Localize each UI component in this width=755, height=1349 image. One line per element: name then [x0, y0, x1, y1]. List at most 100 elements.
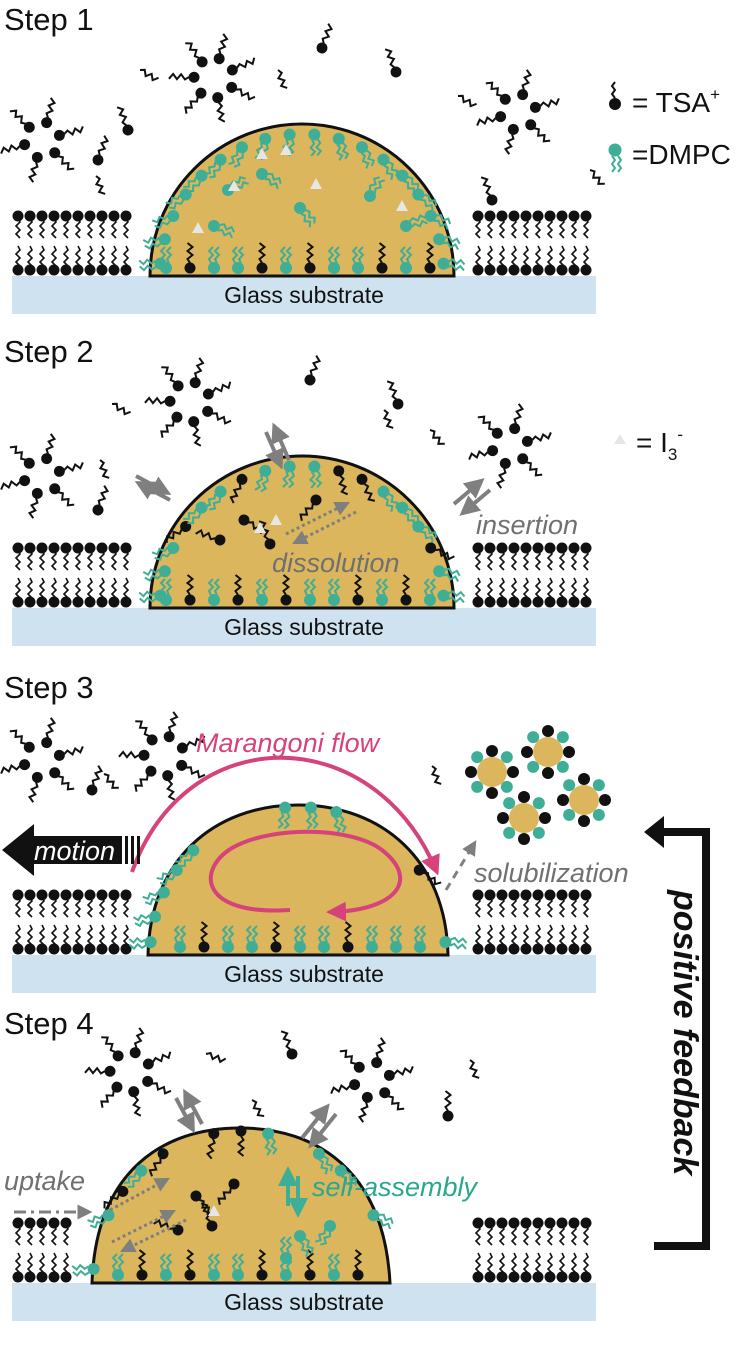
- tsa-molecule: [41, 433, 57, 465]
- tsa-tail: [205, 1051, 227, 1064]
- dmpc-molecule: [207, 1253, 221, 1281]
- dmpc-molecule: [111, 1253, 125, 1281]
- tsa-molecule: [184, 1249, 196, 1281]
- dmpc-molecule: [159, 578, 173, 606]
- tsa-tail: [457, 94, 477, 108]
- dmpc-molecule: [128, 936, 157, 950]
- dmpc-molecule: [303, 578, 317, 606]
- tsa-molecule: [357, 1091, 373, 1123]
- tsa-molecule: [517, 453, 543, 477]
- dmpc-molecule: [151, 209, 180, 229]
- tsa-molecule: [485, 81, 511, 105]
- dmpc-molecule: [255, 578, 269, 606]
- tsa-molecule: [424, 242, 436, 274]
- i3-ion: [310, 178, 322, 189]
- self-assembly-arrows: [278, 1166, 308, 1218]
- dmpc-molecule: [132, 910, 162, 928]
- dmpc-molecule: [231, 1253, 245, 1281]
- dmpc-molecule: [356, 141, 376, 169]
- dmpc-molecule: [330, 806, 347, 835]
- tsa-molecule: [330, 1079, 361, 1094]
- step-1-panel: Step 1 Glass substrate = TSA+ =DMPC: [0, 2, 731, 314]
- surfactant-molecules: [0, 23, 605, 274]
- marangoni-flow-arrow: [130, 755, 440, 876]
- dmpc-molecule: [396, 501, 419, 526]
- tsa-molecule: [128, 1086, 142, 1117]
- glass-substrate: [12, 955, 596, 993]
- i3-legend: = I3-: [614, 425, 683, 464]
- tsa-molecule: [142, 1075, 172, 1095]
- dmpc-molecule: [312, 1147, 334, 1175]
- tsa-tail: [276, 69, 288, 89]
- tsa-molecule: [384, 48, 402, 78]
- dmpc-molecule: [364, 176, 386, 202]
- tsa-molecule: [86, 765, 104, 796]
- dmpc-molecule: [412, 188, 438, 211]
- tsa-molecule: [442, 1090, 454, 1122]
- tsa-molecule: [280, 1030, 298, 1060]
- dmpc-molecule: [245, 925, 259, 953]
- dmpc-molecule: [279, 1236, 293, 1264]
- dmpc-molecule: [174, 844, 200, 867]
- tsa-molecule: [304, 242, 316, 274]
- tsa-molecule: [148, 1148, 169, 1177]
- dmpc-molecule: [308, 128, 323, 157]
- tsa-molecule: [270, 921, 282, 953]
- tsa-molecule: [160, 411, 183, 438]
- micelle-core: [533, 737, 563, 767]
- tsa-micelle: [84, 1027, 172, 1117]
- dmpc-molecule: [159, 246, 173, 274]
- tsa-molecule: [41, 717, 57, 749]
- tsa-micelle: [168, 33, 256, 123]
- glass-substrate: [12, 1283, 596, 1321]
- tsa-micelle: [144, 357, 232, 447]
- dmpc-molecule: [423, 578, 437, 606]
- dmpc-molecule: [208, 220, 235, 239]
- surfactant-molecules: [71, 1027, 480, 1281]
- glass-substrate: [12, 276, 596, 314]
- tsa-molecule: [517, 69, 533, 101]
- tsa-molecule: [495, 457, 511, 489]
- dmpc-molecule: [327, 246, 341, 274]
- lipid-bilayer-left: [12, 210, 132, 276]
- dmpc-molecule: [156, 864, 183, 886]
- tsa-tail: [111, 402, 131, 416]
- dmpc-molecule: [375, 578, 389, 606]
- dmpc-molecule: [256, 168, 282, 190]
- tsa-molecule: [521, 432, 552, 447]
- tsa-molecule: [41, 97, 57, 129]
- tsa-molecule: [352, 1249, 364, 1281]
- tsa-molecule: [185, 42, 208, 68]
- tsa-molecule: [386, 380, 404, 410]
- tsa-molecule: [184, 574, 196, 606]
- i3-ion: [256, 148, 268, 159]
- dmpc-molecule: [294, 202, 316, 228]
- dmpc-molecule: [159, 1253, 173, 1281]
- tsa-micelle: [468, 403, 552, 489]
- step-3-title: Step 3: [4, 670, 94, 705]
- dmpc-molecule: [334, 1164, 357, 1190]
- i3-ion: [228, 180, 240, 191]
- tsa-molecule: [53, 746, 84, 761]
- tsa-molecule: [232, 574, 244, 606]
- tsa-molecule: [49, 483, 75, 507]
- tsa-tail: [430, 765, 442, 785]
- tsa-micelle: [0, 97, 84, 183]
- tsa-molecule: [342, 921, 354, 953]
- tsa-molecule: [256, 1249, 268, 1281]
- tsa-molecule: [280, 574, 292, 606]
- tsa-molecule: [9, 445, 35, 469]
- i3-ion: [270, 514, 282, 525]
- dmpc-molecule: [282, 460, 296, 489]
- dmpc-molecule: [231, 246, 245, 274]
- motion-arrow: [2, 824, 140, 876]
- tsa-molecule: [27, 771, 43, 803]
- micelle-core: [569, 785, 599, 815]
- lipid-bilayer-left: [12, 889, 132, 955]
- glass-substrate: [12, 608, 596, 646]
- tsa-molecule: [184, 242, 196, 274]
- lipid-bilayer-right: [472, 210, 592, 276]
- dmpc-molecule: [277, 801, 292, 830]
- dmpc-molecule: [439, 936, 468, 950]
